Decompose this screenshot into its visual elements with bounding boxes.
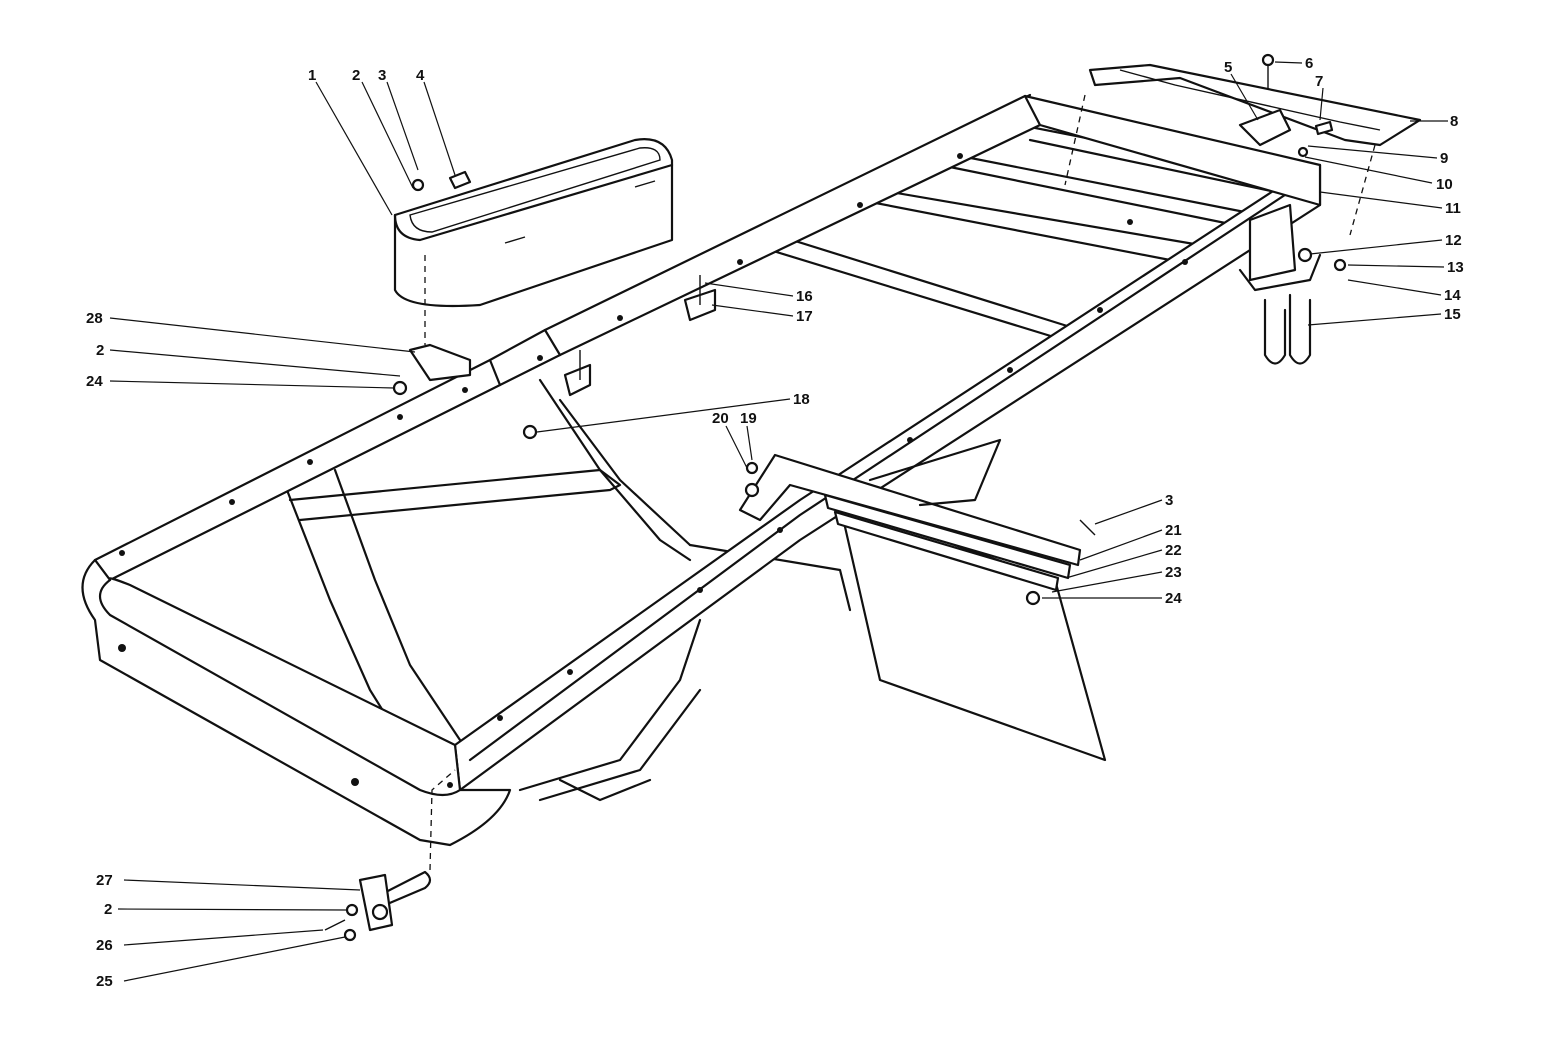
chassis-frame [81, 93, 1322, 847]
callout-20: 20 [712, 410, 729, 427]
callout-3: 3 [378, 67, 386, 84]
callout-21: 21 [1165, 522, 1182, 539]
callout-2-bottom: 2 [104, 901, 112, 918]
u-bolt-right [1288, 293, 1312, 365]
battery-bracket [408, 343, 472, 382]
center-curved-member [538, 378, 692, 562]
callout-22: 22 [1165, 542, 1182, 559]
callout-7: 7 [1315, 73, 1323, 90]
left-rail-step [488, 328, 562, 387]
right-rail-top-edge [468, 183, 1302, 762]
callout-8: 8 [1450, 113, 1458, 130]
leader-lines [109, 61, 1448, 982]
callout-10: 10 [1436, 176, 1453, 193]
callout-1: 1 [308, 67, 316, 84]
rear-cross-member-2 [928, 148, 1262, 230]
callout-11: 11 [1445, 200, 1461, 217]
front-bumper-loop [81, 558, 512, 847]
callout-12: 12 [1445, 232, 1462, 249]
battery-box [393, 138, 674, 345]
callout-6: 6 [1305, 55, 1313, 72]
rear-crossmember [1023, 94, 1322, 207]
callout-18: 18 [793, 391, 810, 408]
callout-4: 4 [416, 67, 425, 84]
mud-flap-strip-inner [833, 510, 1060, 592]
callout-24-left: 24 [86, 373, 103, 390]
callout-14: 14 [1444, 287, 1461, 304]
front-bumper-inner [98, 578, 462, 797]
rear-crossbar [1064, 63, 1422, 236]
callout-28: 28 [86, 310, 103, 327]
callout-23: 23 [1165, 564, 1182, 581]
callout-24-right: 24 [1165, 590, 1182, 607]
rear-bracket-plate [1238, 108, 1292, 147]
callout-17: 17 [796, 308, 813, 325]
mud-flap-rear-support [868, 438, 1002, 507]
callout-2-left: 2 [96, 342, 104, 359]
tow-hook-assembly [358, 769, 456, 932]
rear-spring-hanger [1238, 203, 1322, 365]
lower-exhaust-tubes [518, 618, 702, 802]
callout-3-right: 3 [1165, 492, 1173, 509]
callout-25: 25 [96, 973, 113, 990]
callout-15: 15 [1444, 306, 1461, 323]
callout-19: 19 [740, 410, 757, 427]
tow-plate [358, 873, 394, 932]
front-cross-tube [288, 468, 622, 522]
rear-cross-member-1 [848, 183, 1202, 262]
hardware [324, 53, 1347, 942]
callout-26: 26 [96, 937, 113, 954]
callout-2: 2 [352, 67, 360, 84]
u-bolt-left [1263, 298, 1287, 365]
callout-9: 9 [1440, 150, 1448, 167]
body-mount-bracket-mid [563, 363, 592, 397]
callout-16: 16 [796, 288, 813, 305]
mud-flap-assembly [823, 438, 1107, 762]
callout-labels: 1 2 3 4 5 6 7 8 9 10 11 12 13 14 15 16 1… [86, 55, 1464, 990]
fender-bracket [738, 453, 1082, 567]
callout-27: 27 [96, 872, 113, 889]
callout-13: 13 [1447, 259, 1464, 276]
callout-5: 5 [1224, 59, 1232, 76]
frame-holes [118, 153, 1188, 788]
